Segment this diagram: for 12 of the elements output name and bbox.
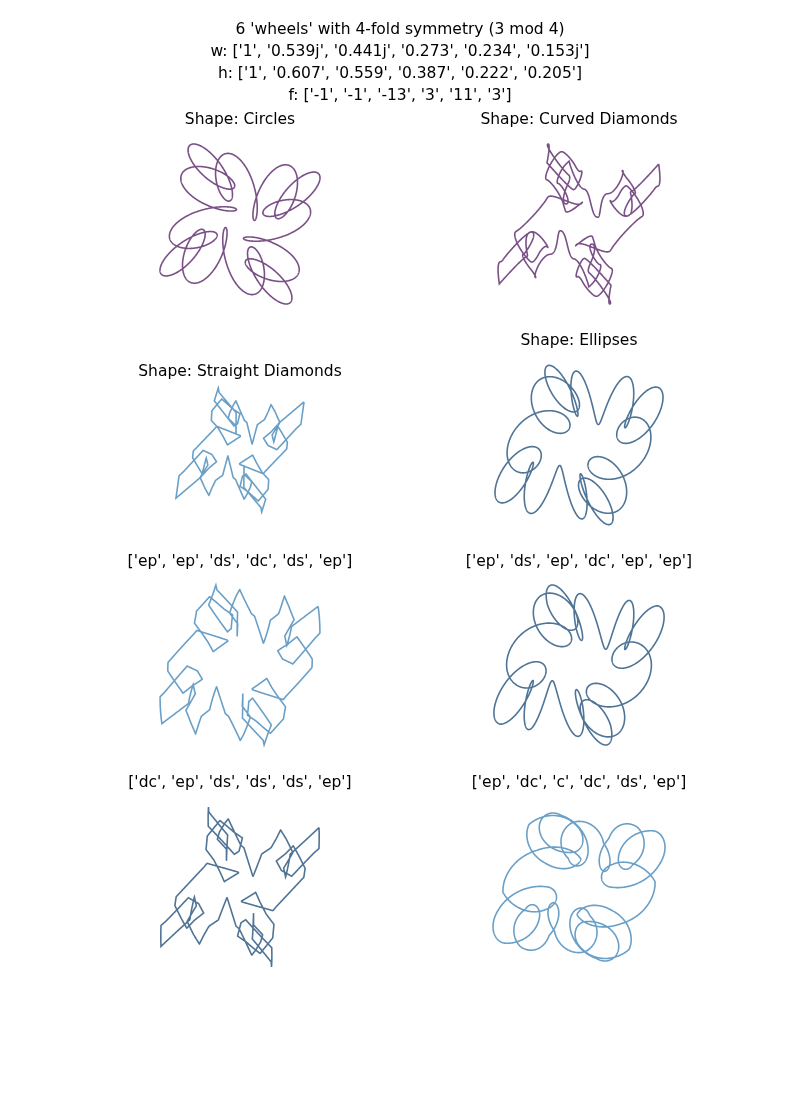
subplot-title: ['dc', 'ep', 'ds', 'ds', 'ds', 'ep']: [128, 772, 352, 792]
parameter-line: w: ['1', '0.539j', '0.441j', '0.273', '0.234', '0.153j']: [210, 41, 590, 61]
subplot-title: ['ep', 'ds', 'ep', 'dc', 'ep', 'ep']: [465, 551, 693, 571]
subplot-title: Shape: Ellipses: [520, 330, 638, 350]
subplot-title: ['ep', 'ep', 'ds', 'dc', 'ds', 'ep']: [127, 551, 353, 571]
figure-title: 6 'wheels' with 4-fold symmetry (3 mod 4): [235, 19, 565, 39]
parameter-line: h: ['1', '0.607', '0.559', '0.387', '0.222', '0.205']: [217, 63, 583, 83]
subplot-title: Shape: Straight Diamonds: [138, 361, 342, 381]
subplot-title: Shape: Circles: [184, 109, 296, 129]
parameter-line: f: ['-1', '-1', '-13', '3', '11', '3']: [288, 85, 512, 105]
subplot-title: ['ep', 'dc', 'c', 'dc', 'ds', 'ep']: [471, 772, 687, 792]
subplot-title: Shape: Curved Diamonds: [480, 109, 678, 129]
